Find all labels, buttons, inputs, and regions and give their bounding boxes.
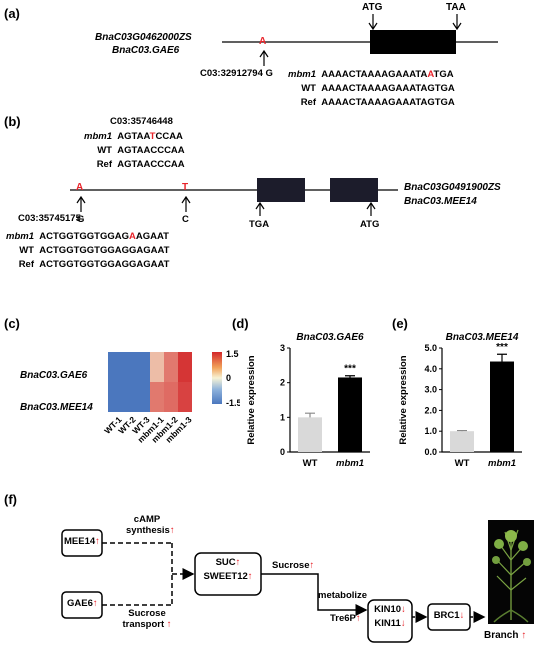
heatmap-cell xyxy=(164,382,178,412)
y-tick-label: 1 xyxy=(280,412,285,422)
colorbar-tick-label: 1.5 xyxy=(226,349,239,359)
suc-sweet12-label: SUC↑ SWEET12↑ xyxy=(203,557,253,582)
snp-position-a: C03:32912794 G xyxy=(200,68,273,79)
seq-row-mbm1-b-bottom: mbm1 ACTGGTGGTGGAGAAGAAT xyxy=(6,231,169,242)
y-tick-label: 3 xyxy=(280,343,285,353)
y-axis-label: Relative expression xyxy=(246,355,257,444)
heatmap-cell xyxy=(150,382,164,412)
panel-a-gene-diagram xyxy=(222,14,498,66)
mee14-label: MEE14↑ xyxy=(64,536,100,547)
heatmap-cell xyxy=(108,382,122,412)
panel-label-f: (f) xyxy=(4,492,17,507)
pathway-diagram xyxy=(61,520,534,643)
x-tick-label: WT xyxy=(303,458,318,469)
seq-row-wt-b-top: WT AGTAACCCAA xyxy=(97,145,185,156)
heatmap-cell xyxy=(178,382,192,412)
snp2-letter-b: T xyxy=(182,182,189,193)
heatmap-cell xyxy=(122,352,136,382)
bottom-snp-position-b: C03:35745175 xyxy=(18,213,81,224)
chart-title: BnaC03.MEE14 xyxy=(446,332,519,343)
snp1-ref-b: G xyxy=(77,214,85,225)
panel-b-gene-diagram xyxy=(70,178,398,216)
x-tick-label: mbm1 xyxy=(336,458,364,469)
panel-label-c: (c) xyxy=(4,316,20,331)
heatmap-colorbar xyxy=(212,352,222,404)
heatmap-cell xyxy=(108,352,122,382)
snp1-letter-b: A xyxy=(76,182,84,193)
x-tick-label: mbm1 xyxy=(488,458,516,469)
y-tick-label: 4.0 xyxy=(424,364,437,374)
kin-box xyxy=(367,599,413,643)
panel-label-d: (d) xyxy=(232,316,249,331)
gene-name-a: BnaC03.GAE6 xyxy=(112,45,180,56)
sucrose-label: Sucrose↑ xyxy=(272,560,315,571)
error-bar xyxy=(345,375,355,378)
seq-row-mbm1-a: mbm1 AAAACTAAAAGAAATAATGA xyxy=(288,69,454,80)
panel-label-a: (a) xyxy=(4,6,20,21)
kin-label: KIN10↓ KIN11↓ xyxy=(374,604,406,629)
gene-id-b: BnaC03G0491900ZS xyxy=(404,182,501,193)
atg-label-a: ATG xyxy=(362,2,383,13)
colorbar-tick-label: -1.5 xyxy=(226,398,240,408)
panel-label-e: (e) xyxy=(392,316,408,331)
bar xyxy=(450,431,474,452)
y-tick-label: 2 xyxy=(280,378,285,388)
colorbar-tick-label: 0 xyxy=(226,373,231,383)
y-tick-label: 3.0 xyxy=(424,385,437,395)
tga-label-b: TGA xyxy=(249,219,270,230)
y-tick-label: 5.0 xyxy=(424,343,437,353)
snp2-ref-b: C xyxy=(182,214,189,225)
top-sequence-block-b: mbm1 AGTAATCCAA WT AGTAACCCAA Ref AGTAAC… xyxy=(84,130,185,172)
heatmap-cell xyxy=(164,352,178,382)
gene-name-b: BnaC03.MEE14 xyxy=(404,196,477,207)
atg-label-b: ATG xyxy=(360,219,380,230)
significance-label: *** xyxy=(344,364,356,375)
seq-row-wt-b-bottom: WT ACTGGTGGTGGAGGAGAAT xyxy=(19,245,170,256)
heatmap-cell xyxy=(122,382,136,412)
heatmap-cell xyxy=(136,382,150,412)
bar xyxy=(490,361,514,452)
gae6-label: GAE6↑ xyxy=(67,598,98,609)
snp-letter-a: A xyxy=(259,36,267,47)
metabolize-label: metabolize xyxy=(318,590,368,601)
branch-label: Branch ↑ xyxy=(484,630,527,641)
heatmap-cell xyxy=(136,352,150,382)
heatmap-row-label-mee14: BnaC03.MEE14 xyxy=(20,402,93,413)
heatmap-cell xyxy=(150,352,164,382)
heatmap-row-label-gae6: BnaC03.GAE6 xyxy=(20,370,88,381)
chart-title: BnaC03.GAE6 xyxy=(296,332,364,343)
seq-row-ref-a: Ref AAAACTAAAAGAAATAGTGA xyxy=(300,97,455,108)
error-bar xyxy=(305,412,315,418)
sequence-block-a: mbm1 AAAACTAAAAGAAATAATGA WT AAAACTAAAAG… xyxy=(288,68,455,110)
seq-row-ref-b-bottom: Ref ACTGGTGGTGGAGGAGAAT xyxy=(18,259,170,270)
gene-id-a: BnaC03G0462000ZS xyxy=(95,32,192,43)
brc1-label: BRC1↓ xyxy=(433,610,465,621)
seq-row-mbm1-b-top: mbm1 AGTAATCCAA xyxy=(84,131,183,142)
error-bar xyxy=(457,429,467,432)
y-axis-label: Relative expression xyxy=(398,355,409,444)
x-tick-label: WT xyxy=(455,458,470,469)
significance-label: *** xyxy=(496,342,508,353)
bottom-sequence-block-b: mbm1 ACTGGTGGTGGAGAAGAAT WT ACTGGTGGTGGA… xyxy=(6,230,169,272)
y-tick-label: 1.0 xyxy=(424,426,437,436)
tre6p-label: Tre6P↑ xyxy=(330,613,361,624)
bar xyxy=(338,377,362,452)
sucrose-transport-label: Sucrose transport ↑ xyxy=(122,608,172,630)
error-bar xyxy=(497,353,507,362)
taa-label-a: TAA xyxy=(446,2,466,13)
heatmap-cell xyxy=(178,352,192,382)
seq-row-wt-a: WT AAAACTAAAAGAAATAGTGA xyxy=(301,83,455,94)
top-snp-position-b: C03:35746448 xyxy=(110,116,173,127)
camp-synthesis-label: cAMP synthesis↑ xyxy=(126,514,175,536)
y-tick-label: 0 xyxy=(280,447,285,457)
y-tick-label: 2.0 xyxy=(424,405,437,415)
bar xyxy=(298,417,322,452)
seq-row-ref-b-top: Ref AGTAACCCAA xyxy=(96,159,185,170)
plant-image xyxy=(488,520,534,624)
panel-label-b: (b) xyxy=(4,114,21,129)
y-tick-label: 0.0 xyxy=(424,447,437,457)
